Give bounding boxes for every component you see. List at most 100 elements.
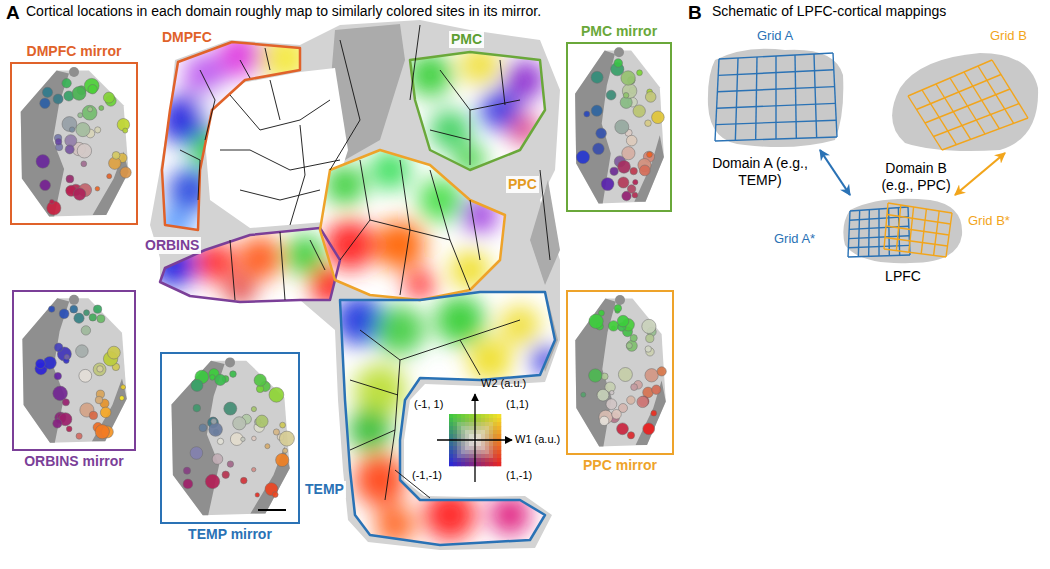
site-dot <box>645 346 651 352</box>
key-cell <box>485 454 489 458</box>
axis-arrow <box>474 394 475 482</box>
site-dot <box>617 423 629 435</box>
site-dot <box>53 386 68 401</box>
site-dot <box>252 436 257 441</box>
map-shape <box>265 48 270 70</box>
site-dot <box>647 152 653 158</box>
grid-line <box>795 55 796 138</box>
mirror-panel: PMC mirror <box>566 42 672 212</box>
key-cell <box>485 426 489 430</box>
map-shape <box>430 110 470 150</box>
brain-surface <box>575 51 664 204</box>
mirror-panel: ORBINS mirror <box>12 290 136 451</box>
key-cell <box>493 450 497 454</box>
site-dot <box>97 366 103 372</box>
key-cell <box>465 418 469 422</box>
map-shape <box>468 338 512 382</box>
key-cell <box>493 446 497 450</box>
key-cell <box>485 422 489 426</box>
site-dot <box>589 314 603 328</box>
key-cell <box>493 414 497 418</box>
site-dot <box>627 432 634 439</box>
brain-sulcus <box>614 47 624 57</box>
site-dot <box>233 417 246 430</box>
key-cell <box>453 462 457 466</box>
key-cell <box>481 450 485 454</box>
map-shape <box>310 240 325 270</box>
key-cell <box>485 450 489 454</box>
key-cell <box>489 446 493 450</box>
site-dot <box>252 467 256 471</box>
key-cell <box>457 434 461 438</box>
region-name: ORBINS <box>143 237 201 254</box>
site-dot <box>212 454 223 465</box>
site-dot <box>93 363 106 376</box>
region-name: PMC <box>449 31 484 48</box>
site-dot <box>215 374 226 385</box>
site-dot <box>269 387 284 402</box>
key-cell <box>461 450 465 454</box>
brain-sulcus <box>634 135 664 201</box>
site-dot <box>76 433 82 439</box>
site-dot <box>66 426 72 432</box>
key-cell <box>489 454 493 458</box>
key-cell <box>453 426 457 430</box>
map-shape <box>220 150 250 151</box>
key-cell <box>497 434 501 438</box>
key-cell <box>449 446 453 450</box>
map-shape <box>408 45 545 175</box>
site-dot <box>280 422 286 428</box>
panel-heading: ORBINS mirror <box>0 452 156 470</box>
key-cell <box>497 454 501 458</box>
site-dot <box>81 326 90 335</box>
site-dot <box>606 90 616 100</box>
map-shape <box>310 140 520 310</box>
site-dot <box>584 111 590 117</box>
site-dot <box>657 367 666 376</box>
key-cell <box>469 446 473 450</box>
map-shape <box>325 150 498 300</box>
map-shape <box>418 178 462 222</box>
site-dot <box>82 105 97 120</box>
mirror-panel: TEMP mirror <box>160 352 300 524</box>
key-cell <box>469 434 473 438</box>
ppc-region <box>310 140 520 310</box>
panel-heading: PPC mirror <box>546 456 694 474</box>
key-cell <box>449 434 453 438</box>
parcel-borders <box>180 25 550 500</box>
map-shape <box>340 160 370 260</box>
site-dot <box>614 305 621 312</box>
key-cell <box>465 442 469 446</box>
key-cell <box>457 462 461 466</box>
site-dot <box>36 155 50 169</box>
site-dot <box>119 396 124 401</box>
site-dot <box>601 373 608 380</box>
site-dot <box>44 356 57 369</box>
key-cell <box>453 442 457 446</box>
brain-surface <box>172 361 290 516</box>
grid <box>908 60 1028 150</box>
site-dot <box>95 396 103 404</box>
site-dot <box>205 474 219 488</box>
key-cell <box>477 434 481 438</box>
key-cell <box>493 458 497 462</box>
key-cell <box>481 422 485 426</box>
site-dot <box>193 404 201 412</box>
mirror-map <box>568 44 670 210</box>
site-dot <box>645 369 658 382</box>
domain-name: Domain A (e.g., TEMP) <box>710 155 810 189</box>
grid-line <box>848 245 909 247</box>
site-dot <box>224 402 237 415</box>
site-dot <box>633 105 645 117</box>
site-dot <box>241 437 245 441</box>
key-cell <box>497 458 501 462</box>
site-dot <box>50 199 55 204</box>
domain-surface <box>843 199 962 263</box>
panel-letter: A <box>6 1 20 24</box>
key-cell <box>465 450 469 454</box>
key-cell <box>469 422 473 426</box>
site-dot <box>227 461 233 467</box>
key-cell <box>485 442 489 446</box>
site-dot <box>617 315 629 327</box>
panel-heading: PMC mirror <box>546 22 692 40</box>
